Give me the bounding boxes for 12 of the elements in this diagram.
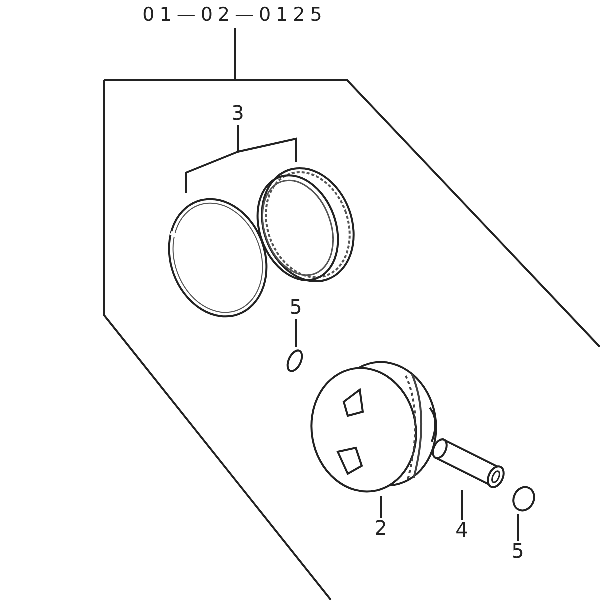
part-number: 01—02—0125 bbox=[142, 6, 328, 25]
leader-line bbox=[295, 319, 297, 347]
leader-line bbox=[461, 490, 463, 520]
callout-number: 3 bbox=[230, 103, 246, 123]
callout-number: 2 bbox=[374, 518, 388, 538]
leader-line bbox=[237, 125, 297, 162]
leader-line bbox=[234, 28, 236, 79]
callout-number: 5 bbox=[288, 297, 304, 317]
callout-number: 4 bbox=[454, 520, 470, 540]
leader-line bbox=[380, 496, 382, 518]
callout-number: 5 bbox=[510, 541, 526, 561]
leader-line bbox=[517, 514, 519, 541]
